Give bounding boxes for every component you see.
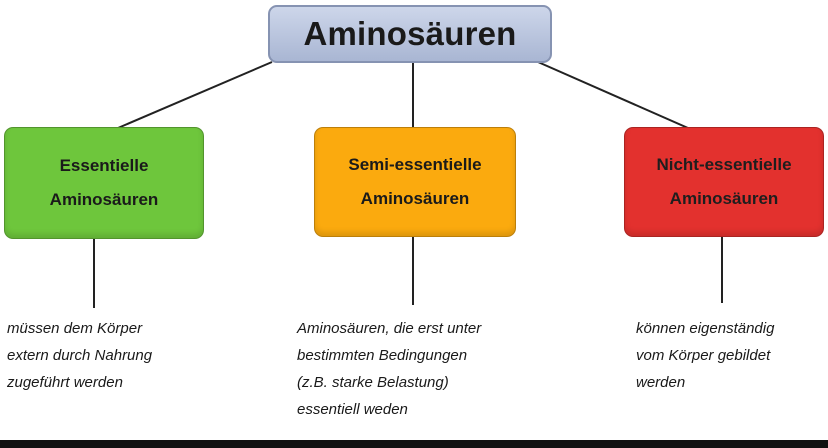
non-essential-title-line-1: Nicht-essentielle xyxy=(656,155,792,174)
connector-root-to-non-essential xyxy=(537,61,689,129)
connector-root-to-essential xyxy=(117,61,273,129)
semi-essential-description-line: (z.B. starke Belastung) xyxy=(297,374,449,391)
non-essential-amino-acids-box: Nicht-essentielle Aminosäuren xyxy=(624,127,824,237)
non-essential-description-line: werden xyxy=(636,374,686,391)
root-label: Aminosäuren xyxy=(303,15,517,52)
essential-amino-acids-box: Essentielle Aminosäuren xyxy=(4,127,204,239)
essential-description-line: extern durch Nahrung xyxy=(7,347,153,364)
non-essential-description-line: können eigenständig xyxy=(636,320,775,337)
non-essential-description-line: vom Körper gebildet xyxy=(636,347,771,364)
semi-essential-description-line: essentiell weden xyxy=(297,401,408,418)
essential-description-line: zugeführt werden xyxy=(7,374,123,391)
semi-essential-title-line-2: Aminosäuren xyxy=(360,189,470,208)
essential-title-line-1: Essentielle xyxy=(59,156,149,175)
non-essential-title-line-2: Aminosäuren xyxy=(669,189,779,208)
bottom-border xyxy=(0,440,828,448)
essential-title-line-2: Aminosäuren xyxy=(49,190,159,209)
semi-essential-description-line: bestimmten Bedingungen xyxy=(297,347,468,364)
essential-description: müssen dem Körper extern durch Nahrung z… xyxy=(7,315,152,396)
semi-essential-amino-acids-box: Semi-essentielle Aminosäuren xyxy=(314,127,516,237)
semi-essential-description-line: Aminosäuren, die erst unter xyxy=(297,320,482,337)
essential-description-line: müssen dem Körper xyxy=(7,320,143,337)
semi-essential-title-line-1: Semi-essentielle xyxy=(348,155,482,174)
semi-essential-description: Aminosäuren, die erst unter bestimmten B… xyxy=(297,315,481,423)
non-essential-description: können eigenständig vom Körper gebildet … xyxy=(636,315,774,396)
root-node: Aminosäuren xyxy=(268,5,552,63)
